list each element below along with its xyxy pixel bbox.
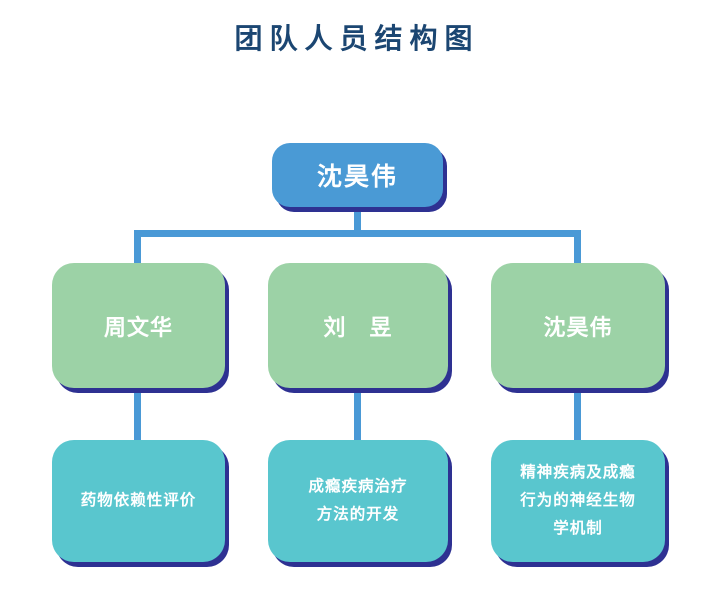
page-title: 团队人员结构图: [234, 22, 480, 55]
org-node-topic-right-line2: 行为的神经生物: [520, 492, 636, 510]
org-node-member-middle-label: 刘 昱: [323, 314, 393, 340]
org-node-root: 沈昊伟: [272, 143, 443, 207]
connector-root-stem: [354, 209, 361, 237]
org-node-member-right: 沈昊伟: [491, 263, 665, 388]
org-node-member-left-label: 周文华: [103, 314, 173, 340]
connector-left-member-topic: [134, 390, 141, 440]
org-node-topic-middle-line1: 成瘾疾病治疗: [308, 478, 408, 496]
org-node-member-left: 周文华: [52, 263, 225, 388]
org-node-member-middle: 刘 昱: [268, 263, 448, 388]
org-node-root-label: 沈昊伟: [316, 163, 398, 191]
connector-horizontal-bar: [134, 230, 581, 237]
connector-drop-left: [134, 230, 141, 263]
org-node-topic-right: 精神疾病及成瘾 行为的神经生物 学机制: [491, 440, 665, 562]
connector-right-member-topic: [574, 390, 581, 440]
org-node-topic-right-line3: 学机制: [553, 519, 603, 537]
org-node-member-right-label: 沈昊伟: [543, 314, 613, 340]
org-node-topic-middle: 成瘾疾病治疗 方法的开发: [268, 440, 448, 562]
org-node-topic-middle-line2: 方法的开发: [316, 506, 400, 523]
org-node-topic-right-line1: 精神疾病及成瘾: [520, 464, 636, 482]
connector-middle-member-topic: [354, 390, 361, 440]
org-node-topic-left-line1: 药物依赖性评价: [80, 492, 197, 510]
connector-drop-right: [574, 230, 581, 263]
org-node-topic-left: 药物依赖性评价: [52, 440, 225, 562]
